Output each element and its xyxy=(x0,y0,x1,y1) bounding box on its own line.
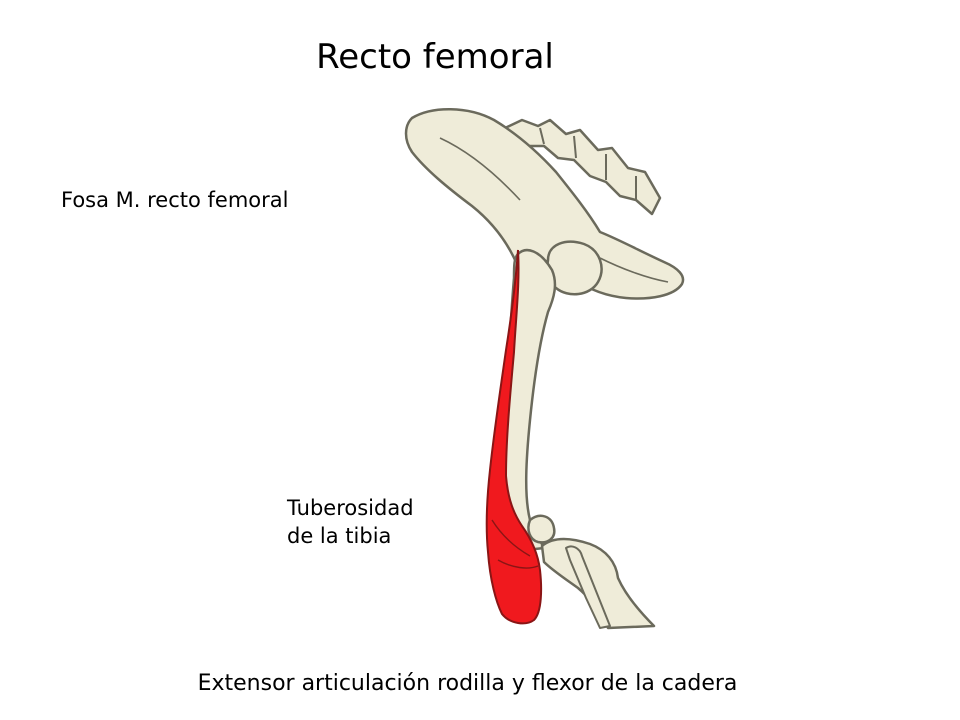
origin-label: Fosa M. recto femoral xyxy=(61,188,289,212)
patella xyxy=(527,514,556,544)
insertion-label: Tuberosidad de la tibia xyxy=(287,494,467,550)
insertion-label-line2: de la tibia xyxy=(287,524,392,548)
fibula xyxy=(565,545,611,629)
rectus-femoris-muscle xyxy=(485,249,543,625)
slide-title: Recto femoral xyxy=(316,37,554,77)
function-caption: Extensor articulación rodilla y flexor d… xyxy=(197,671,738,696)
pelvis-and-vertebrae xyxy=(404,108,685,300)
tibia-and-fibula xyxy=(540,537,656,630)
insertion-label-line1: Tuberosidad xyxy=(287,496,414,520)
pelvis xyxy=(404,108,685,300)
